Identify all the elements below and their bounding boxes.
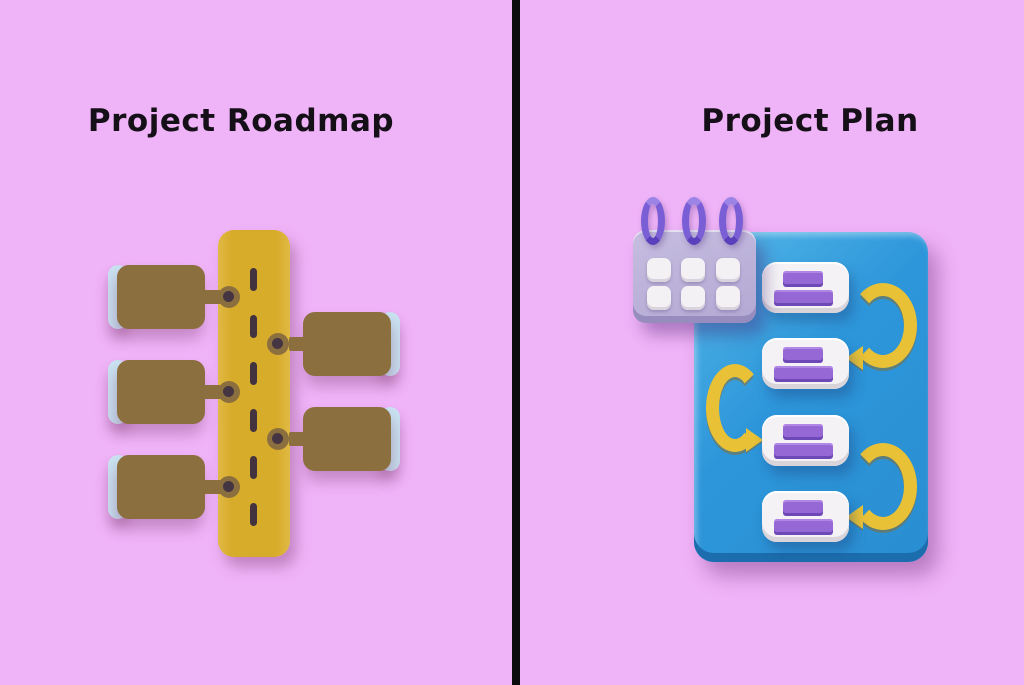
- milestone-tag: [108, 455, 240, 519]
- road-dash: [250, 456, 257, 479]
- task-card: [762, 415, 849, 466]
- road-dash: [250, 315, 257, 338]
- calendar-icon: [633, 196, 756, 323]
- task-card: [762, 262, 849, 313]
- knob-pin-icon: [272, 433, 283, 444]
- road-dash: [250, 503, 257, 526]
- calendar-cell: [647, 286, 671, 310]
- knob-pin-icon: [272, 338, 283, 349]
- milestone-tag: [108, 360, 240, 424]
- task-bar: [774, 290, 833, 303]
- calendar-cell: [681, 258, 705, 282]
- calendar-ring: [682, 197, 706, 245]
- calendar-cell: [681, 286, 705, 310]
- calendar-cell: [716, 286, 740, 310]
- calendar-ring: [641, 197, 665, 245]
- tag-handle: [289, 337, 309, 351]
- road-dash: [250, 409, 257, 432]
- tag-handle: [202, 290, 222, 304]
- milestone-tag: [267, 312, 400, 376]
- calendar-ring: [719, 197, 743, 245]
- tag-handle: [289, 432, 309, 446]
- arrowhead-right-icon: [746, 428, 763, 452]
- tag-knob: [218, 381, 240, 403]
- knob-pin-icon: [223, 481, 234, 492]
- task-bar: [783, 347, 823, 360]
- knob-pin-icon: [223, 386, 234, 397]
- tag-body: [117, 360, 205, 424]
- task-bar: [774, 519, 833, 532]
- panel-divider: [512, 0, 520, 685]
- tag-knob: [267, 428, 289, 450]
- calendar-cell: [716, 258, 740, 282]
- task-bar: [783, 424, 823, 437]
- tag-knob: [218, 286, 240, 308]
- milestone-tag: [108, 265, 240, 329]
- road-dash: [250, 362, 257, 385]
- calendar-cell: [647, 258, 671, 282]
- task-bar: [783, 271, 823, 284]
- tag-body: [303, 312, 391, 376]
- milestone-tag: [267, 407, 400, 471]
- task-bar: [774, 443, 833, 456]
- arrowhead-left-icon: [846, 346, 863, 370]
- plan-title: Project Plan: [701, 103, 919, 139]
- tag-knob: [267, 333, 289, 355]
- knob-pin-icon: [223, 291, 234, 302]
- task-bar: [774, 366, 833, 379]
- tag-body: [117, 455, 205, 519]
- tag-handle: [202, 385, 222, 399]
- task-bar: [783, 500, 823, 513]
- tag-knob: [218, 476, 240, 498]
- roadmap-title: Project Roadmap: [87, 103, 395, 139]
- road-dash: [250, 268, 257, 291]
- task-card: [762, 491, 849, 542]
- tag-body: [303, 407, 391, 471]
- tag-body: [117, 265, 205, 329]
- tag-handle: [202, 480, 222, 494]
- task-card: [762, 338, 849, 389]
- arrowhead-left-icon: [846, 505, 863, 529]
